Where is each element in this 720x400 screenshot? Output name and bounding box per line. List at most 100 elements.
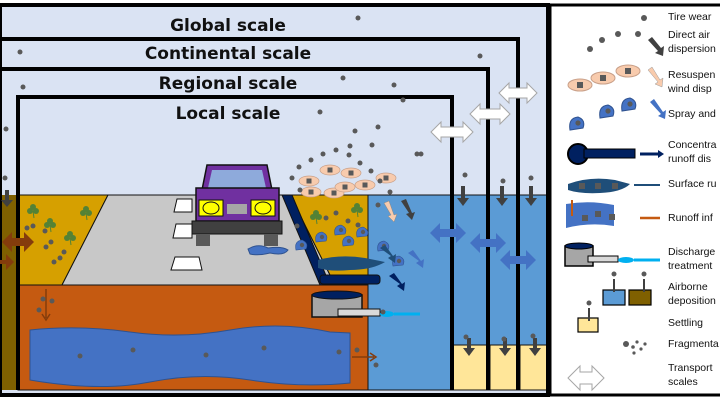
droplet-particle [338,227,344,233]
particle-dot [48,239,54,245]
clover-leaf [83,206,89,212]
airborne-deposition-icon [602,289,626,306]
legend-icons [564,15,666,392]
legend-label: Resuspen [668,69,715,81]
airborne-deposition-soil-icon [628,289,652,306]
particle-dot [317,109,323,115]
tank-top-icon [564,242,594,250]
infiltration-particle-icon [609,214,615,220]
clover-stem [315,216,318,225]
clover-leaf [67,231,73,237]
cloud-particle [348,170,354,176]
runoff-particle-icon [579,183,585,189]
cloud-particle [306,178,312,184]
droplet-particle-icon [605,108,611,114]
groundwater [29,325,351,388]
deposition-particle-icon [611,271,617,277]
deposition-particle-icon [641,271,647,277]
deposition-arrows [1,186,541,356]
droplet-particle [299,242,305,248]
particle-dot [391,82,397,88]
infiltration-particle-icon [582,215,588,221]
resuspension-arrow-icon [647,66,664,88]
legend-label: Spray and [668,108,716,120]
clover-leaf [354,203,360,209]
global-frame [0,3,550,397]
infiltration-arrows [41,289,378,362]
droplet-particle-icon [575,120,581,126]
cloud-particle [342,184,348,190]
particle-dot [352,128,358,134]
droplet-particle-icon [627,101,633,107]
particle-dot [333,147,339,153]
particle-dot [346,152,352,158]
particle-dot [375,124,381,130]
scale-label-global: Global scale [170,16,286,36]
particle-dot [355,222,361,228]
particle-dot [530,333,536,339]
clover-stem [69,237,72,246]
particle-dot [289,175,295,181]
runoff-particle-icon [595,183,601,189]
particle-dot [387,189,393,195]
surface-runoff-blob [318,256,385,271]
legend-label: Direct air [668,29,711,41]
transport-scales-icon [567,364,605,392]
particle-dot [17,49,23,55]
particle-dot [375,202,381,208]
particle-dot [355,15,361,21]
droplet-particle [346,238,352,244]
legend-label: deposition [668,295,716,307]
particle-dot [24,225,30,231]
deposition-particle-icon [586,300,592,306]
direct-air-dispersion-icon [587,46,593,52]
runoff-arrowhead-icon [658,150,664,158]
particle-dot [357,160,363,166]
particle-dot [296,164,302,170]
particle-dot [308,157,314,163]
clover-stem [85,212,88,221]
particle-dot [373,362,379,368]
clover-leaf [30,204,36,210]
cloud-particle-icon [625,68,631,74]
particle-dot [51,259,57,265]
particle-dot [477,53,483,59]
direct-air-dispersion-icon [615,31,621,37]
particle-dot [336,349,342,355]
particle-dot [43,244,49,250]
spray-fall-arrows [380,199,424,291]
particle-dot [40,296,46,302]
particle-dot [57,255,63,261]
particle-dot [368,168,374,174]
fragmentation-icon [643,342,647,346]
legend-label: treatment [668,260,712,272]
particle-dot [61,249,67,255]
air-transport-arrows [430,81,538,144]
particle-dot [49,298,55,304]
particle-dot [377,178,383,184]
particle-dot [3,126,9,132]
droplet-particle [319,234,325,240]
far-soil-column [0,195,18,390]
legend-label: Airborne [668,281,708,293]
direct-air-dispersion-icon [599,37,605,43]
cloud-particle [327,167,333,173]
clover-leaf [47,218,53,224]
particle-dot [203,352,209,358]
continental-frame [0,37,520,390]
particle-dot [400,97,406,103]
particle-dot [418,151,424,157]
particle-dot [77,353,83,359]
fragmentation-icon [632,351,636,355]
legend-label: Discharge [668,246,715,258]
legend-label: scales [668,376,698,388]
spray-arrow-icon [650,99,666,119]
road-markings [170,198,203,271]
particle-dot [2,175,8,181]
spray-droplets [295,224,405,267]
cloud-particle [383,175,389,181]
legend-label: Transport [668,362,713,374]
